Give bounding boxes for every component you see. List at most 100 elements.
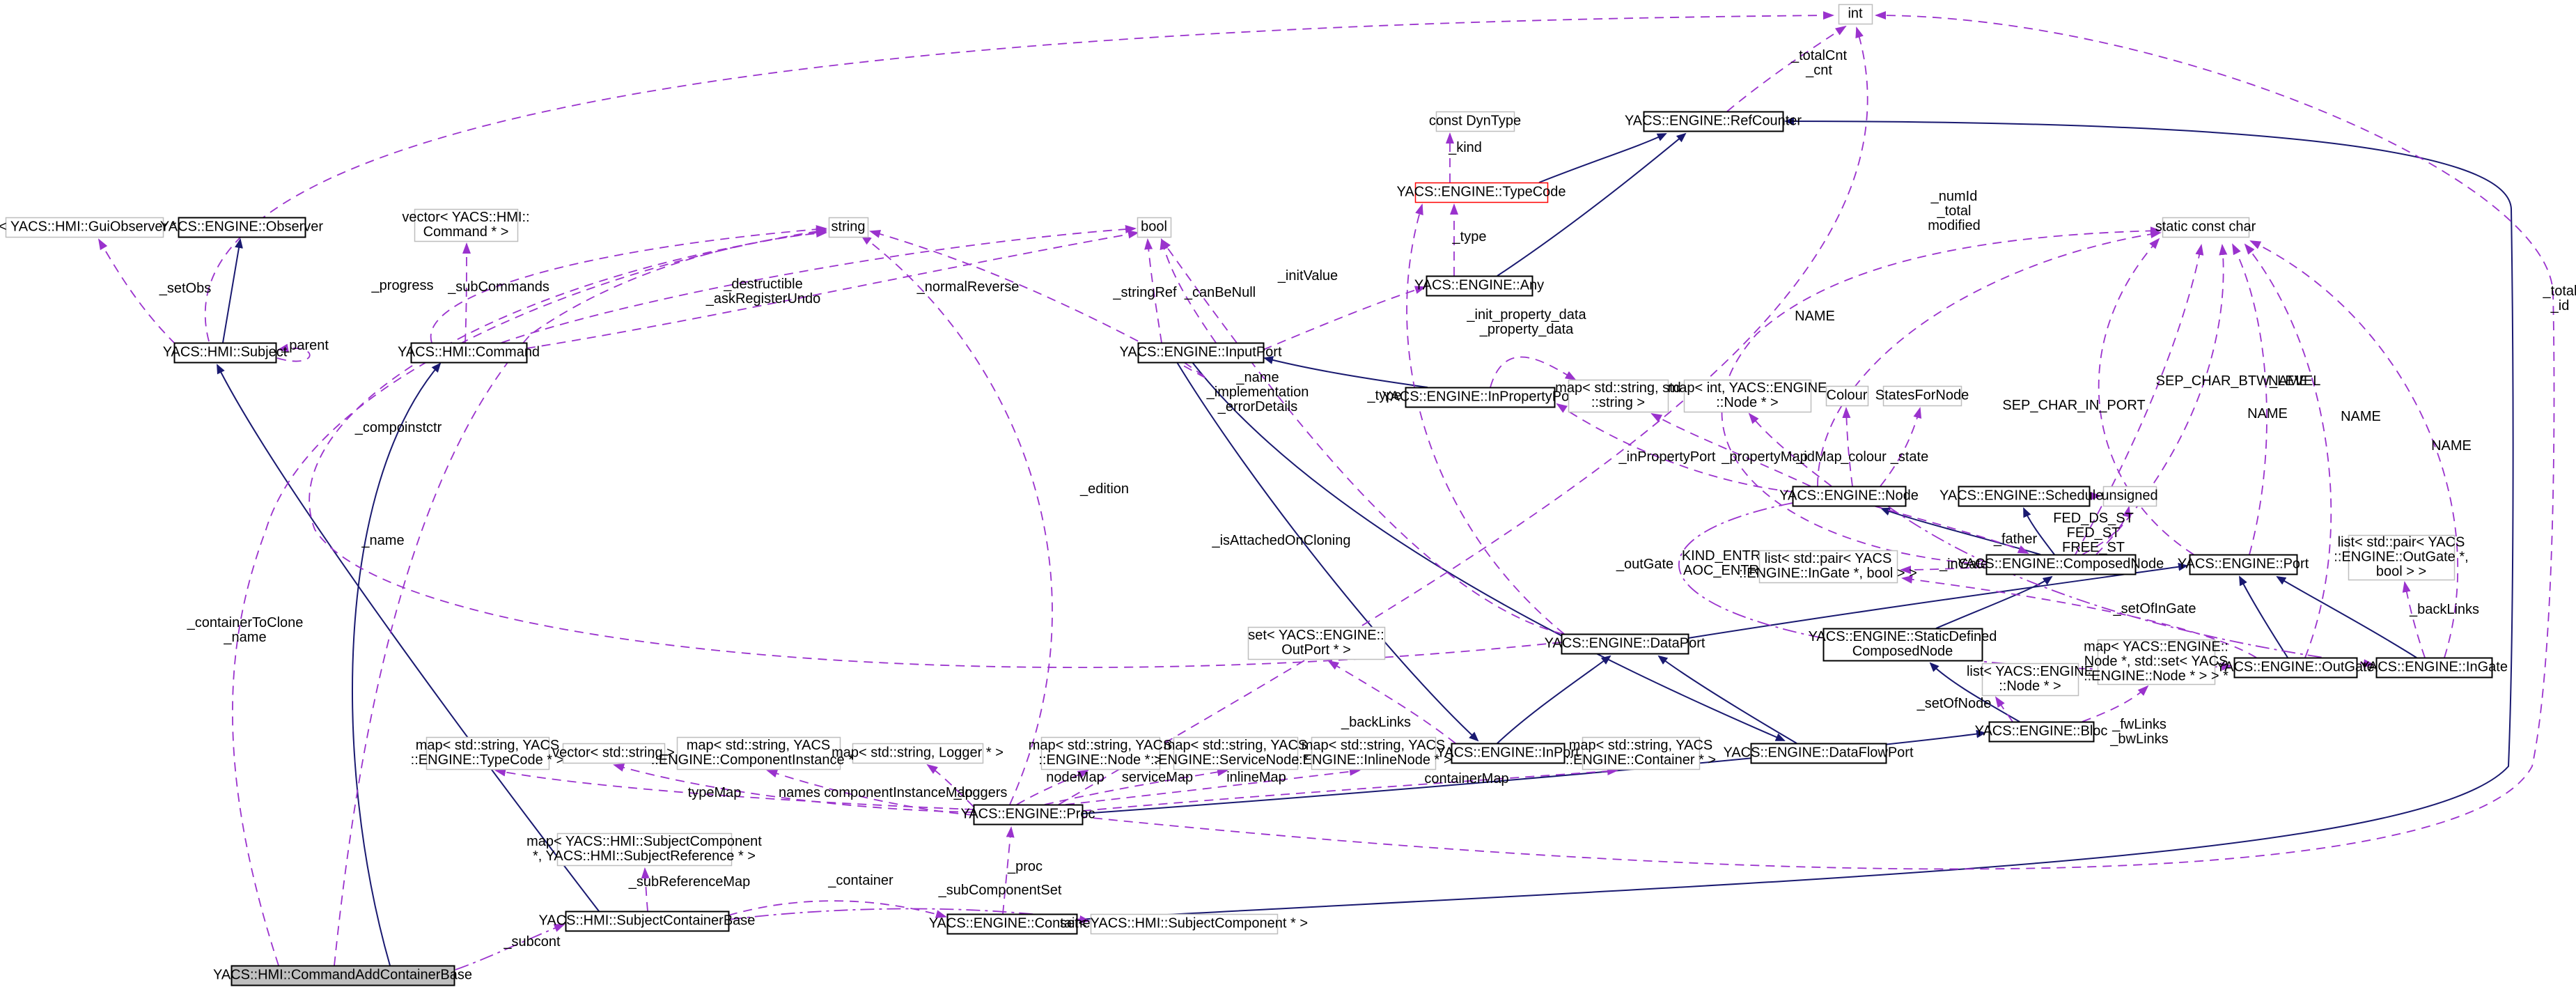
- node-unsigned[interactable]: unsigned: [2101, 486, 2158, 507]
- node-bloc[interactable]: YACS::ENGINE::Bloc: [1975, 721, 2108, 743]
- edge-bloc-mapnodeset: [2082, 685, 2149, 722]
- edge-label-port-scc-sepinport: SEP_CHAR_IN_PORT: [2002, 398, 2145, 413]
- node-inpropertyport[interactable]: YACS::ENGINE::InPropertyPort: [1382, 387, 1578, 408]
- edge-label-node-scc-name: NAME: [1795, 309, 1835, 324]
- node-node[interactable]: YACS::ENGINE::Node: [1779, 486, 1919, 507]
- node-map-subjcomp-subjref[interactable]: map< YACS::HMI::SubjectComponent*, YACS:…: [526, 832, 762, 867]
- edge-composed-scc-kindentry: [1721, 226, 2162, 565]
- node-typecode[interactable]: YACS::ENGINE::TypeCode: [1396, 182, 1566, 203]
- edge-ingate-inherits-port: [2276, 575, 2417, 658]
- node-any[interactable]: YACS::ENGINE::Any: [1414, 275, 1544, 297]
- node-int[interactable]: int: [1838, 3, 1873, 25]
- node-set-guiobserver[interactable]: set< YACS::HMI::GuiObserver * >: [0, 217, 189, 238]
- node-map-inlinenode[interactable]: map< std::string, YACS::ENGINE::InlineNo…: [1295, 736, 1452, 770]
- node-label-int: int: [1848, 6, 1863, 22]
- node-statesfornode[interactable]: StatesForNode: [1875, 385, 1969, 407]
- edge-proc-mapcontainer: [1082, 767, 1618, 812]
- node-scheduler[interactable]: YACS::ENGINE::Scheduler: [1939, 486, 2108, 507]
- node-label-statesfornode: StatesForNode: [1875, 388, 1969, 403]
- node-label-map-container: map< std::string, YACS::ENGINE::Containe…: [1566, 738, 1716, 768]
- node-label-inputport: YACS::ENGINE::InputPort: [1119, 345, 1281, 360]
- edge-command-bool-normalreverse: [526, 230, 1139, 349]
- node-static-const-char[interactable]: static const char: [2155, 217, 2256, 238]
- node-set-subjectcomponent[interactable]: set< YACS::HMI::SubjectComponent * >: [1060, 913, 1308, 935]
- edge-inport-inherits-dataport: [1497, 655, 1611, 744]
- edges-layer: [97, 11, 2555, 970]
- edge-subjectcontainerbase-inherits-subject: [217, 364, 600, 912]
- edge-port-scc-name: [2232, 243, 2267, 555]
- edge-node-mapss: [1650, 413, 1811, 487]
- node-map-string-string[interactable]: map< std::string, std::string >: [1555, 379, 1681, 413]
- edge-dataport-string-name: [309, 228, 1562, 668]
- node-observer[interactable]: YACS::ENGINE::Observer: [160, 217, 323, 238]
- node-port[interactable]: YACS::ENGINE::Port: [2178, 554, 2309, 575]
- edge-commandadd-subjcontbase-subcont: [455, 924, 565, 970]
- edge-composednode-inherits-scheduler: [2023, 507, 2055, 555]
- node-subjectcontainerbase[interactable]: YACS::HMI::SubjectContainerBase: [539, 910, 756, 932]
- edge-ingate-listpairoutgate-backlinks: [2402, 581, 2426, 658]
- edge-label-inputport-string-name: _name_implementation_errorDetails: [1206, 370, 1309, 414]
- node-map-int-node[interactable]: map< int, YACS::ENGINE::Node * >: [1668, 379, 1827, 413]
- node-label-map-string-string: map< std::string, std::string >: [1555, 380, 1681, 410]
- node-label-commandaddcontainerbase: YACS::HMI::CommandAddContainerBase: [213, 968, 472, 983]
- edge-proc-mapcomponentinstance: [766, 769, 974, 816]
- edge-label-proc-mapnode: nodeMap: [1046, 770, 1104, 785]
- node-list-node[interactable]: list< YACS::ENGINE::Node * >: [1967, 662, 2093, 697]
- node-list-pair-ingate[interactable]: list< std::pair< YACS::ENGINE::InGate *,…: [1739, 550, 1917, 584]
- node-label-ingate: YACS::ENGINE::InGate: [2360, 660, 2508, 675]
- edge-label-subjcontbase-container: _container: [827, 873, 893, 888]
- node-string[interactable]: string: [828, 217, 869, 238]
- edge-bloc-listnode-setofnode: [1995, 696, 2013, 722]
- node-label-list-pair-ingate: list< std::pair< YACS::ENGINE::InGate *,…: [1739, 551, 1917, 581]
- node-outgate[interactable]: YACS::ENGINE::OutGate: [2216, 657, 2375, 679]
- edge-dataflowport-inherits-dataport: [1657, 655, 1797, 744]
- node-label-map-node2: map< std::string, YACS::ENGINE::Node * >: [1029, 738, 1173, 768]
- node-map-componentinstance[interactable]: map< std::string, YACS::ENGINE::Componen…: [651, 736, 866, 770]
- edge-label-refcounter-int: _totalCnt_cnt: [1790, 48, 1847, 78]
- node-label-command: YACS::HMI::Command: [398, 345, 540, 360]
- node-command[interactable]: YACS::HMI::Command: [398, 342, 540, 364]
- node-subject[interactable]: YACS::HMI::Subject: [163, 342, 288, 364]
- edge-command-string-progress: [430, 225, 827, 343]
- node-map-logger[interactable]: map< std::string, Logger * >: [832, 743, 1004, 764]
- node-colour[interactable]: Colour: [1825, 385, 1869, 407]
- node-map-container[interactable]: map< std::string, YACS::ENGINE::Containe…: [1566, 736, 1716, 770]
- node-dataport[interactable]: YACS::ENGINE::DataPort: [1545, 633, 1705, 655]
- node-inputport[interactable]: YACS::ENGINE::InputPort: [1119, 342, 1282, 364]
- node-composednode[interactable]: YACS::ENGINE::ComposedNode: [1958, 554, 2164, 575]
- node-label-map-node-set: map< YACS::ENGINE::Node *, std::set< YAC…: [2084, 640, 2228, 684]
- node-label-map-int-node: map< int, YACS::ENGINE::Node * >: [1668, 380, 1827, 410]
- edge-label-command-string-progress: _progress: [371, 278, 434, 293]
- edge-container-inherits-refcounter: [1076, 117, 2514, 920]
- edge-label-subjcontbase-mapsubjref: _subReferenceMap: [628, 874, 751, 890]
- edge-label-proc-mapcontainer: containerMap: [1424, 771, 1508, 786]
- edge-label-inport-setoutport-backlinks: _backLinks: [1341, 715, 1411, 730]
- node-refcounter[interactable]: YACS::ENGINE::RefCounter: [1625, 111, 1802, 132]
- edge-label-node-composednode-father: _father: [1993, 532, 2038, 547]
- node-inport[interactable]: YACS::ENGINE::InPort: [1436, 743, 1579, 764]
- node-vector-command[interactable]: vector< YACS::HMI::Command * >: [402, 208, 530, 242]
- node-list-pair-outgate[interactable]: list< std::pair< YACS::ENGINE::OutGate *…: [2334, 535, 2469, 581]
- edge-label-dataport-typecode: _type: [1367, 388, 1402, 403]
- node-const-dyntype[interactable]: const DynType: [1429, 111, 1521, 132]
- node-map-node-set[interactable]: map< YACS::ENGINE::Node *, std::set< YAC…: [2084, 640, 2228, 685]
- node-container[interactable]: YACS::ENGINE::Container: [929, 913, 1095, 935]
- node-dataflowport[interactable]: YACS::ENGINE::DataFlowPort: [1723, 743, 1914, 764]
- node-bool[interactable]: bool: [1137, 217, 1172, 238]
- node-label-subject: YACS::HMI::Subject: [163, 345, 288, 360]
- node-map-node2[interactable]: map< std::string, YACS::ENGINE::Node * >: [1029, 736, 1173, 770]
- node-vector-string[interactable]: vector< std::string >: [552, 743, 675, 764]
- node-ingate[interactable]: YACS::ENGINE::InGate: [2360, 657, 2508, 679]
- node-proc[interactable]: YACS::ENGINE::Proc: [960, 804, 1095, 826]
- edge-label-commandadd-string-containertoclone: _containerToClone_name: [187, 615, 304, 645]
- edge-proc-mapinlinenode: [1065, 767, 1361, 805]
- node-map-servicenode[interactable]: map< std::string, YACS::ENGINE::ServiceN…: [1150, 736, 1320, 770]
- node-set-outport[interactable]: set< YACS::ENGINE::OutPort * >: [1247, 626, 1386, 660]
- node-map-typecode[interactable]: map< std::string, YACS::ENGINE::TypeCode…: [411, 736, 565, 770]
- node-commandaddcontainerbase[interactable]: YACS::HMI::CommandAddContainerBase: [213, 965, 472, 986]
- edge-label-inputport-bool-canbenull: _canBeNull: [1184, 285, 1256, 300]
- edge-label-proc-string-edition: _edition: [1079, 481, 1129, 497]
